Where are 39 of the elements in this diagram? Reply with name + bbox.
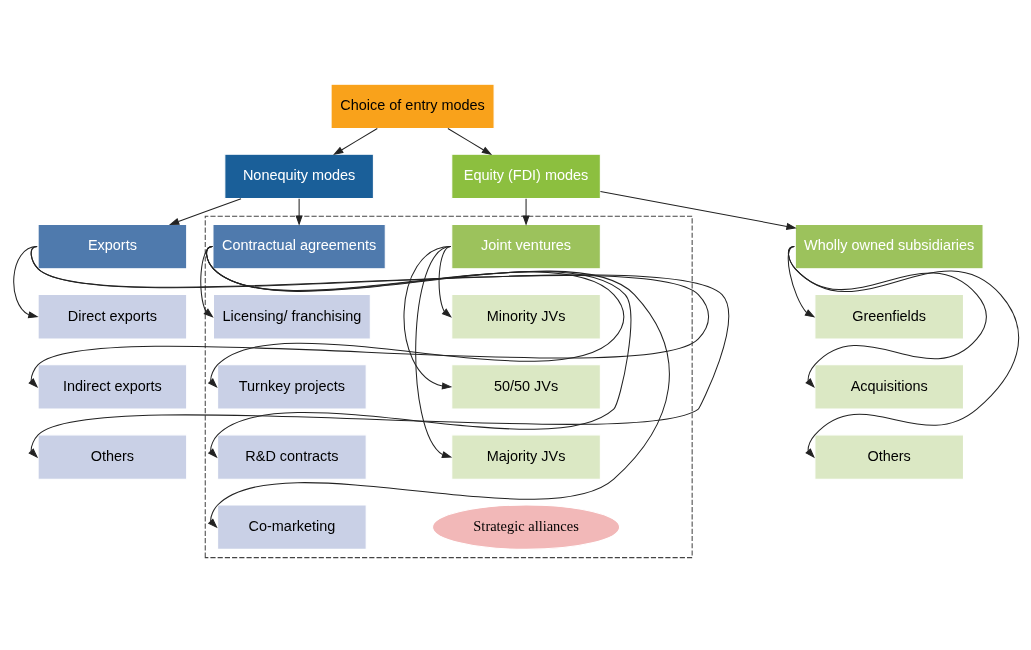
node-box: Equity (FDI) modes — [450, 153, 601, 200]
node-box: Nonequity modes — [223, 153, 374, 200]
node-box: Turnkey projects — [216, 364, 367, 410]
arrow — [332, 128, 378, 156]
node-box: Co-marketing — [216, 504, 367, 550]
arrow — [295, 198, 303, 226]
arrow — [446, 128, 492, 156]
node-box: Others — [813, 434, 964, 480]
arrow — [12, 246, 39, 319]
arrow — [205, 246, 670, 529]
node-box: Exports — [37, 223, 187, 270]
node-box: Wholly owned subsidiaries — [794, 223, 984, 270]
node-ellipse: Strategic alliances — [431, 504, 620, 550]
arrow — [27, 246, 729, 459]
node-box: Minority JVs — [450, 294, 601, 340]
node-box: Licensing/ franchising — [212, 294, 371, 340]
node-box: Joint ventures — [450, 223, 601, 270]
node-box: Contractual agreements — [211, 223, 386, 270]
arrow — [521, 198, 530, 226]
node-box: 50/50 JVs — [450, 364, 601, 410]
arrow — [414, 246, 452, 459]
arrow — [205, 246, 624, 388]
arrow — [205, 246, 631, 459]
node-box: R&D contracts — [216, 434, 367, 480]
node-box: Acquisitions — [813, 364, 964, 410]
node-box: Greenfields — [813, 294, 964, 340]
node-box: Indirect exports — [37, 364, 187, 410]
arrow — [787, 246, 1019, 459]
arrow — [168, 198, 242, 225]
arrow — [787, 246, 987, 389]
node-box: Direct exports — [37, 294, 187, 340]
arrow — [27, 246, 709, 388]
node-box: Choice of entry modes — [330, 83, 495, 129]
arrow — [403, 246, 452, 390]
arrow — [438, 246, 452, 318]
node-box: Others — [37, 434, 187, 480]
arrow — [787, 246, 815, 318]
node-box: Majority JVs — [450, 434, 601, 480]
arrow — [599, 190, 797, 230]
